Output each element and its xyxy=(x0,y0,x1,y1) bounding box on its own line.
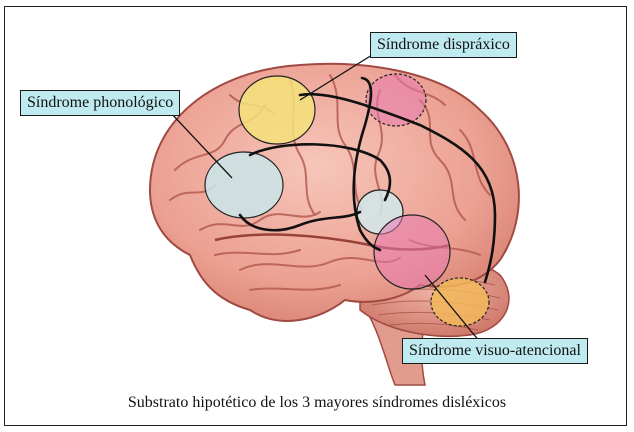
label-dyspraxic: Síndrome dispráxico xyxy=(370,32,517,58)
region-cerebellum-orange xyxy=(431,278,489,326)
label-visuo-attentional: Síndrome visuo-atencional xyxy=(402,338,588,364)
region-dyspraxic-yellow xyxy=(239,76,315,144)
label-phonological: Síndrome phonológico xyxy=(20,90,180,116)
figure-caption: Substrato hipotético de los 3 mayores sí… xyxy=(0,394,634,412)
region-parietal-pink xyxy=(366,74,426,126)
region-visuo-pink xyxy=(374,215,450,289)
